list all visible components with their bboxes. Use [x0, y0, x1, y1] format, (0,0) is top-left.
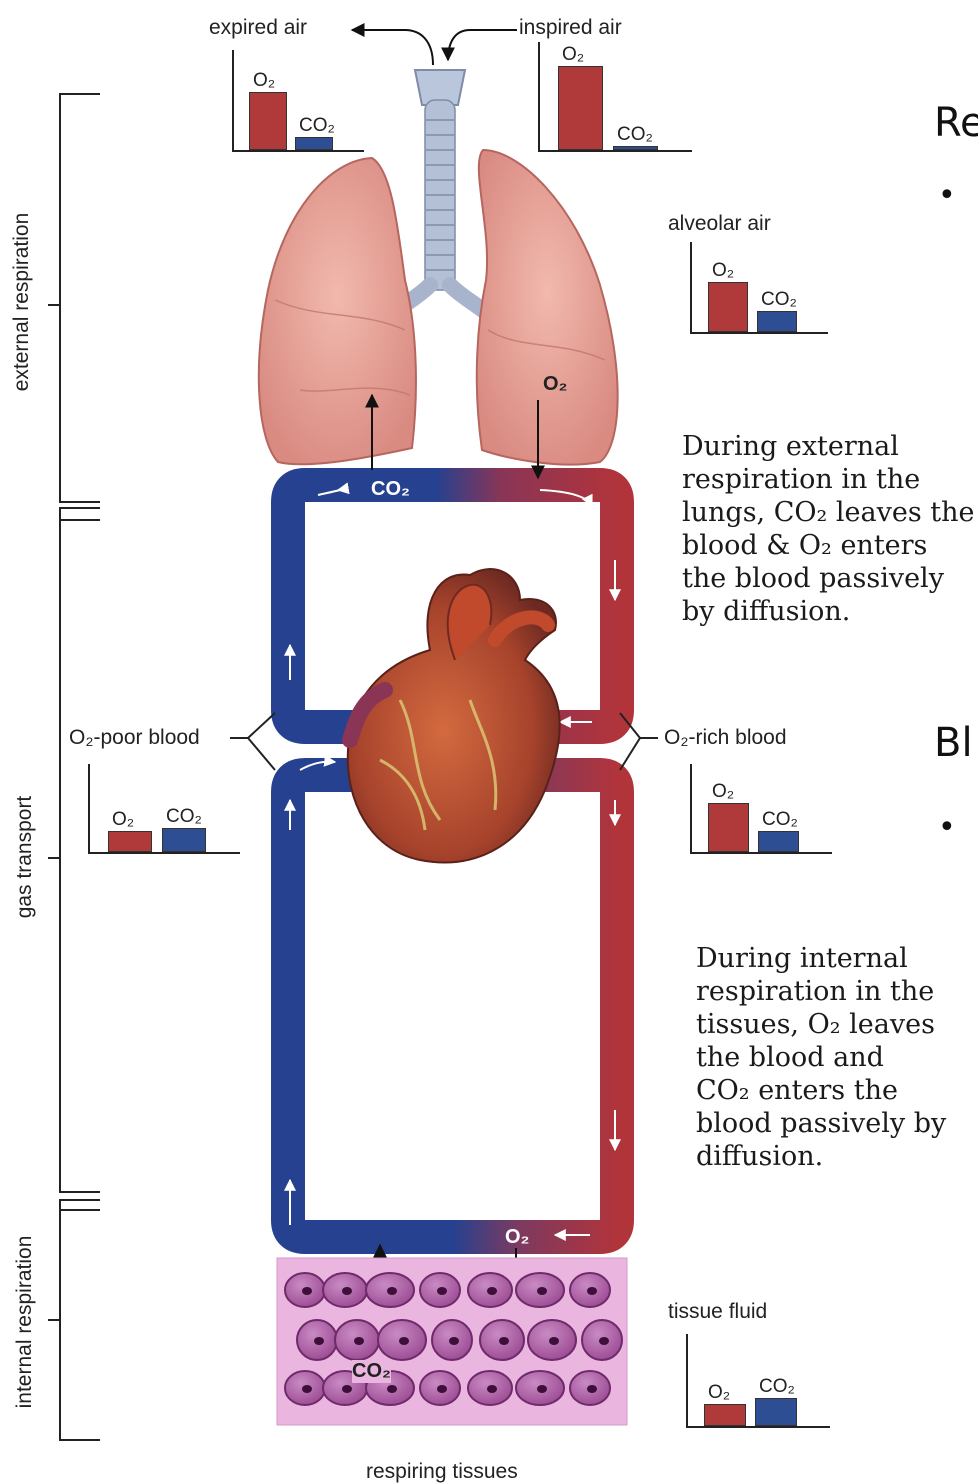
cell-nucleus [302, 1287, 312, 1295]
o2-bar [704, 1404, 746, 1426]
o2-rich-blood-label: O₂-rich blood [664, 726, 787, 750]
co2-bar [162, 828, 206, 852]
external-caption: During external respiration in the lungs… [682, 430, 975, 628]
bullet-2: • [938, 810, 956, 845]
o2-bar-label: O₂ [562, 44, 584, 66]
internal-caption-line: diffusion. [696, 1140, 946, 1173]
external-caption-line: During external [682, 430, 975, 463]
inspired-air-label: inspired air [519, 16, 622, 40]
cell-nucleus [354, 1337, 364, 1345]
alveolar-air-label: alveolar air [668, 212, 771, 236]
o2-bar [108, 831, 152, 852]
o2-bar [558, 66, 603, 150]
heart [348, 569, 560, 862]
cell-nucleus [537, 1287, 547, 1295]
co2-bar [295, 137, 333, 150]
co2-tissue-label: CO₂ [352, 1360, 391, 1383]
heading-external: Re [934, 100, 978, 146]
cell-nucleus [487, 1287, 497, 1295]
chart-o2-poor: O₂ CO₂ [88, 766, 238, 854]
o2-tissue-label: O₂ [505, 1226, 529, 1249]
external-respiration-label: external respiration [10, 207, 34, 397]
cell-nucleus [587, 1385, 597, 1393]
cell-nucleus [537, 1385, 547, 1393]
cell-nucleus [314, 1337, 324, 1345]
o2-bar [708, 282, 748, 332]
internal-caption-line: the blood and [696, 1041, 946, 1074]
o2-bar [708, 803, 749, 852]
chart-inspired: O₂ CO₂ [538, 44, 690, 152]
cell-nucleus [437, 1385, 447, 1393]
co2-bar [757, 311, 797, 332]
o2-poor-blood-label: O₂-poor blood [69, 726, 200, 750]
cell-nucleus [342, 1287, 352, 1295]
cell-nucleus [399, 1337, 409, 1345]
co2-bar-label: CO₂ [759, 1376, 795, 1398]
cell-nucleus [387, 1287, 397, 1295]
external-caption-line: by diffusion. [682, 595, 975, 628]
chart-expired: O₂ CO₂ [232, 52, 362, 152]
internal-caption-line: blood passively by [696, 1107, 946, 1140]
bullet-1: • [938, 178, 956, 213]
cell-nucleus [387, 1385, 397, 1393]
cell-nucleus [302, 1385, 312, 1393]
co2-bar-label: CO₂ [299, 115, 335, 137]
o2-bar-label: O₂ [712, 260, 734, 282]
co2-bar [758, 831, 799, 852]
cell-nucleus [449, 1337, 459, 1345]
co2-lung-label: CO₂ [371, 478, 410, 501]
chart-o2-rich: O₂ CO₂ [690, 766, 830, 854]
o2-bar-label: O₂ [708, 1382, 730, 1404]
cell-nucleus [437, 1287, 447, 1295]
o2-bar-label: O₂ [712, 781, 734, 803]
internal-caption: During internal respiration in the tissu… [696, 942, 946, 1173]
external-caption-line: lungs, CO₂ leaves the [682, 496, 975, 529]
external-caption-line: respiration in the [682, 463, 975, 496]
expired-air-label: expired air [209, 16, 307, 40]
internal-caption-line: During internal [696, 942, 946, 975]
chart-tissue-fluid: O₂ CO₂ [686, 1336, 828, 1428]
internal-caption-line: respiration in the [696, 975, 946, 1008]
cell-nucleus [599, 1337, 609, 1345]
cell-nucleus [587, 1287, 597, 1295]
cell-nucleus [499, 1337, 509, 1345]
co2-bar [613, 146, 658, 150]
chart-alveolar: O₂ CO₂ [690, 244, 826, 334]
gas-transport-label: gas transport [13, 787, 37, 927]
heading-blood: Bl [934, 720, 973, 766]
external-caption-line: the blood passively [682, 562, 975, 595]
respiring-tissues-label: respiring tissues [366, 1460, 518, 1484]
o2-lung-label: O₂ [543, 373, 567, 396]
cell-nucleus [342, 1385, 352, 1393]
internal-respiration-label: internal respiration [13, 1227, 37, 1417]
co2-bar-label: CO₂ [762, 809, 798, 831]
cell-nucleus [549, 1337, 559, 1345]
internal-caption-line: CO₂ enters the [696, 1074, 946, 1107]
o2-bar-label: O₂ [112, 809, 134, 831]
tissue-block [277, 1258, 627, 1425]
co2-bar-label: CO₂ [761, 289, 797, 311]
co2-bar-label: CO₂ [617, 124, 653, 146]
air-flow-arrows [352, 30, 517, 65]
o2-bar [249, 92, 287, 150]
co2-bar-label: CO₂ [166, 806, 202, 828]
external-caption-line: blood & O₂ enters [682, 529, 975, 562]
tissue-fluid-label: tissue fluid [668, 1300, 767, 1324]
cell-nucleus [487, 1385, 497, 1393]
o2-bar-label: O₂ [253, 70, 275, 92]
internal-caption-line: tissues, O₂ leaves [696, 1008, 946, 1041]
co2-bar [755, 1398, 797, 1426]
